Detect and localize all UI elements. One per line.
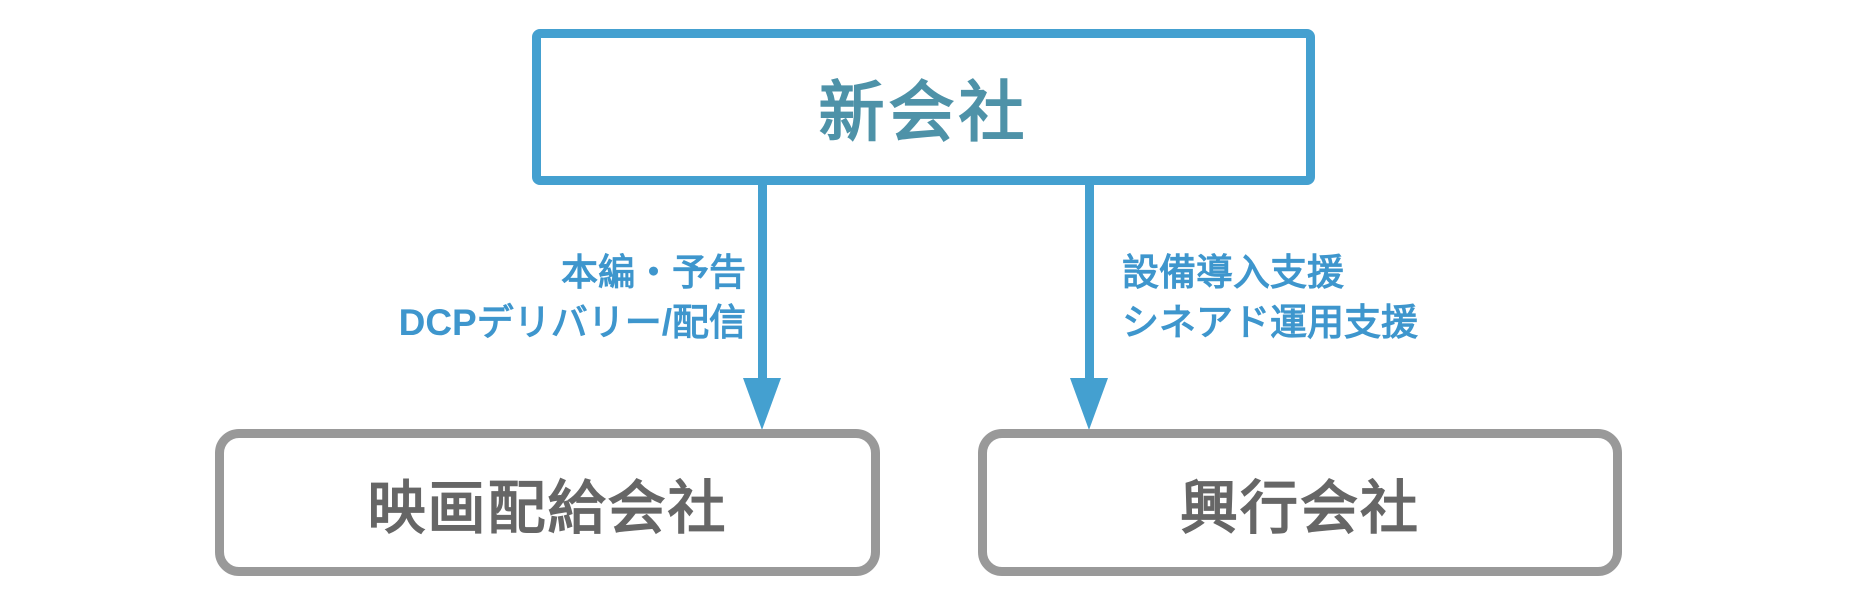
right-connector-label-line-1: 設備導入支援	[1122, 252, 1344, 293]
child-node-right: 興行会社	[978, 429, 1622, 576]
right-down-arrow-head-icon	[1070, 378, 1108, 430]
right-down-arrow-shaft	[1085, 185, 1094, 383]
left-connector-label: 本編・予告 DCPデリバリー/配信	[399, 248, 746, 347]
right-connector-label: 設備導入支援 シネアド運用支援	[1122, 248, 1418, 347]
child-node-left-label: 映画配給会社	[367, 475, 728, 541]
child-node-left: 映画配給会社	[215, 429, 880, 576]
right-connector-label-line-2: シネアド運用支援	[1122, 301, 1418, 343]
root-node: 新会社	[532, 29, 1315, 185]
left-connector-label-line-2: DCPデリバリー/配信	[398, 301, 746, 343]
left-down-arrow-shaft	[758, 185, 767, 383]
root-node-label: 新会社	[818, 75, 1029, 149]
left-connector-label-line-1: 本編・予告	[561, 252, 746, 293]
left-down-arrow-head-icon	[743, 378, 781, 430]
child-node-right-label: 興行会社	[1179, 475, 1420, 541]
